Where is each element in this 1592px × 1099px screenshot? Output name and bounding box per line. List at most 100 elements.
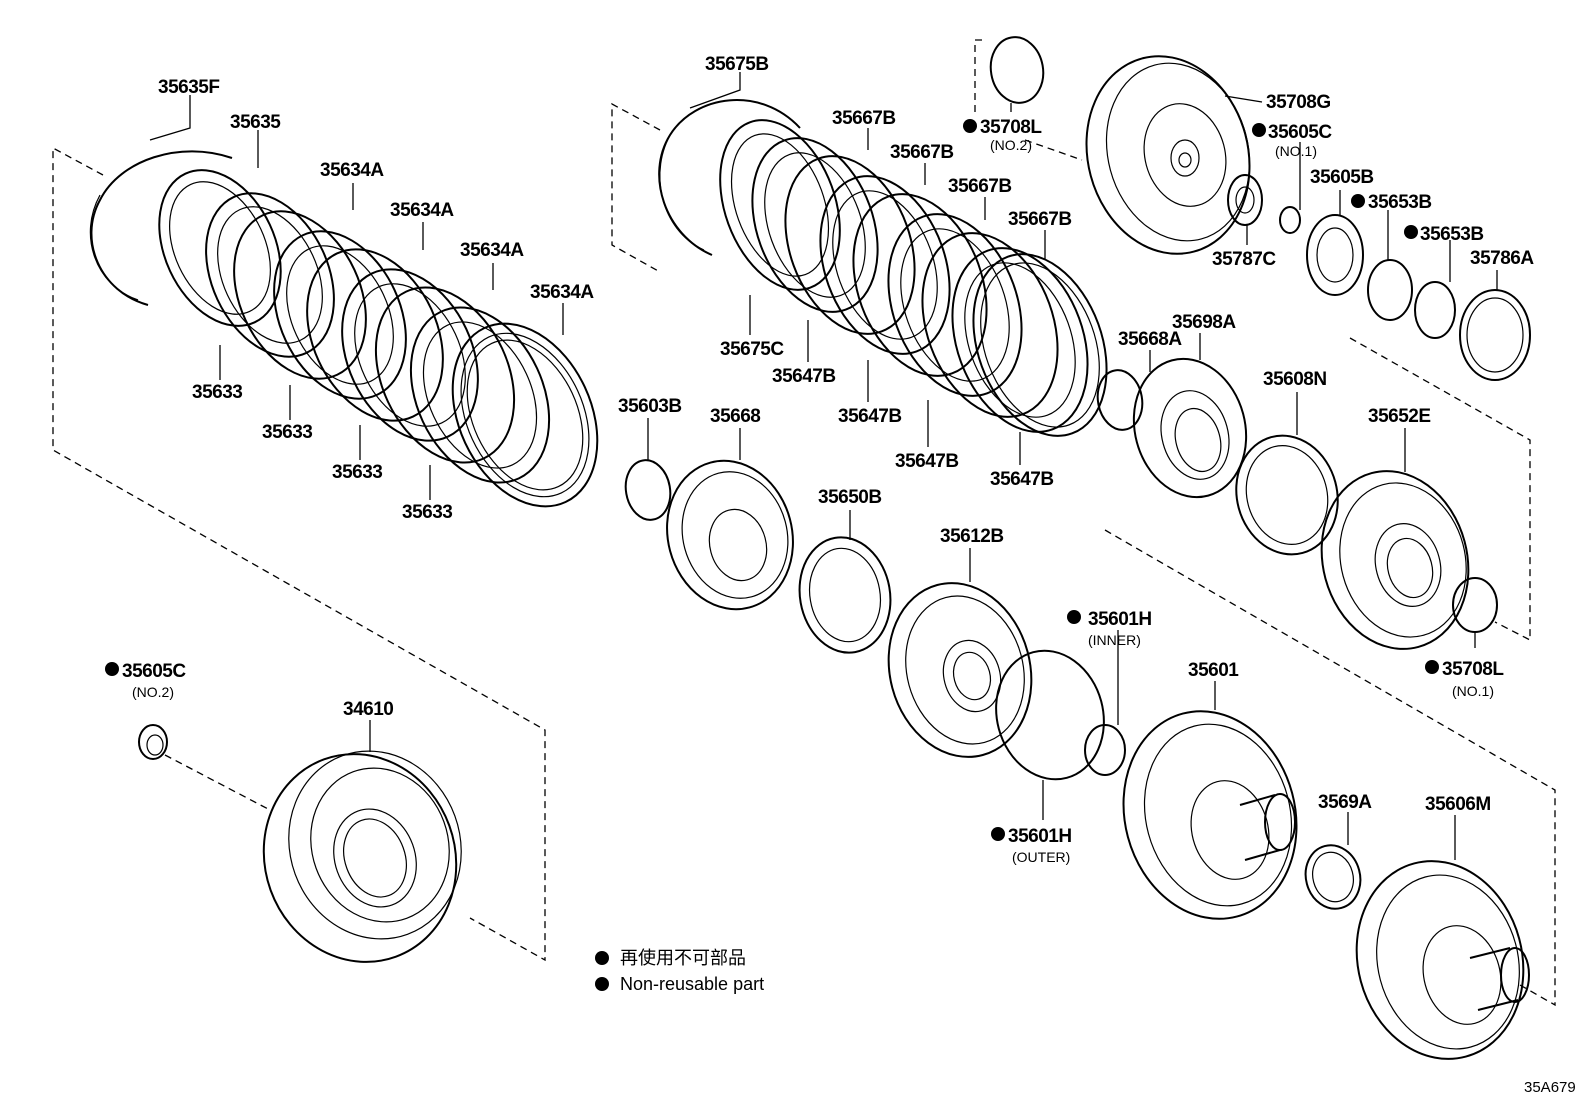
label-35647B: 35647B [895,451,959,472]
plate-35667B-4 [972,253,1108,437]
part-labels: 35635F 35635 35634A 35634A 35634A 35634A… [122,54,1535,865]
o-ring-35601H-inner [1084,724,1126,776]
label-35667B: 35667B [832,108,896,129]
legend-dot [595,977,609,991]
plate-35634A-3 [374,286,516,464]
marker-dot [105,662,119,676]
label-35675B: 35675B [705,54,769,75]
label-35605C-no1: 35605C [1268,122,1332,143]
label-35633: 35633 [192,382,242,403]
marker-dot [1067,610,1081,624]
plate-35635 [158,169,282,327]
marker-dot [1252,123,1266,137]
catalog-code: 35A679 [1524,1079,1576,1096]
plate-35675C [719,119,841,291]
piston-35612B [887,582,1033,758]
piston-35668 [666,459,794,611]
label-35634A: 35634A [320,160,384,181]
plate-35634A-1 [233,210,367,380]
label-35708L-no2-sub: (NO.2) [990,137,1032,153]
label-35653B: 35653B [1368,192,1432,213]
label-35601: 35601 [1188,660,1239,681]
marker-dot [1425,660,1439,674]
middle-clutch-pack [658,99,1108,437]
legend-text-jp: 再使用不可部品 [620,948,746,968]
label-35635F: 35635F [158,77,219,98]
gear-35606M [1355,860,1525,1060]
label-3569A: 3569A [1318,792,1372,813]
label-35634A: 35634A [460,240,524,261]
left-clutch-pack [89,150,599,508]
plate-35634A-2 [306,248,444,422]
drum-35652E [1320,470,1470,650]
label-35601H-inner-sub: (INNER) [1088,632,1141,648]
o-ring-35653B-2 [1414,281,1456,339]
label-35605B: 35605B [1310,167,1374,188]
label-35650B: 35650B [818,487,882,508]
legend: 再使用不可部品 Non-reusable part [595,948,764,994]
label-35698A: 35698A [1172,312,1236,333]
piston-35698A [1132,357,1248,499]
plate-35667B-2 [852,193,988,377]
disc-35647B-3 [887,213,1023,397]
spring-35608N [1235,434,1339,556]
non-reusable-markers [105,119,1439,841]
label-35647B: 35647B [838,406,902,427]
label-35708L-no2: 35708L [980,117,1042,138]
label-35608N: 35608N [1263,369,1327,390]
label-35605C-no2-sub: (NO.2) [132,684,174,700]
bushing-35605C-no2 [138,724,168,760]
top-right-parts [989,36,1531,381]
gear-35601 [1122,710,1298,920]
marker-dot [1404,225,1418,239]
legend-text-en: Non-reusable part [620,974,764,994]
disc-35633-3 [341,268,479,442]
o-ring-35601H-outer [995,649,1105,781]
label-35647B: 35647B [772,366,836,387]
plate-35634A-4 [451,322,599,508]
bearing-35605B [1306,214,1364,296]
dashed-outlines [52,39,1556,1007]
snap-ring-35668A [1096,369,1144,431]
disc-35633-2 [273,230,407,400]
bushing-35605C-no1 [1279,206,1301,234]
marker-dot [991,827,1005,841]
snap-ring-35603B [624,459,672,521]
label-35634A: 35634A [530,282,594,303]
label-35667B: 35667B [890,142,954,163]
label-35612B: 35612B [940,526,1004,547]
label-35708L-no1-sub: (NO.1) [1452,683,1494,699]
label-35601H-outer-sub: (OUTER) [1012,849,1070,865]
label-35605C-no2: 35605C [122,661,186,682]
label-35668: 35668 [710,406,760,427]
washer-35786A [1459,289,1531,381]
o-ring-35708L-no2 [989,36,1045,104]
disc-35647B-4 [951,247,1089,433]
label-35633: 35633 [262,422,312,443]
lower-left-drum [138,724,462,963]
label-35708L-no1: 35708L [1442,659,1504,680]
label-35601H-outer: 35601H [1008,826,1072,847]
label-35667B: 35667B [1008,209,1072,230]
label-35668A: 35668A [1118,329,1182,350]
center-row-parts [624,357,1498,781]
o-ring-35653B-1 [1367,259,1413,321]
bushing-3569A [1304,844,1362,910]
plate-35667B-1 [784,155,916,335]
label-35635: 35635 [230,112,281,133]
spring-retainer-35650B [798,536,892,654]
label-35605C-no1-sub: (NO.1) [1275,143,1317,159]
o-ring-35708L-no1 [1452,577,1498,633]
label-35601H-inner: 35601H [1088,609,1152,630]
label-35708G: 35708G [1266,92,1331,113]
label-35652E: 35652E [1368,406,1431,427]
label-35675C: 35675C [720,339,784,360]
label-35606M: 35606M [1425,794,1491,815]
disc-35633-4 [409,306,551,484]
lower-right-gears [1122,710,1530,1060]
legend-dot [595,951,609,965]
plate-35667B-3 [921,232,1059,418]
label-34610: 34610 [343,699,393,720]
washer-35787C [1227,174,1263,226]
label-35633: 35633 [402,502,452,523]
